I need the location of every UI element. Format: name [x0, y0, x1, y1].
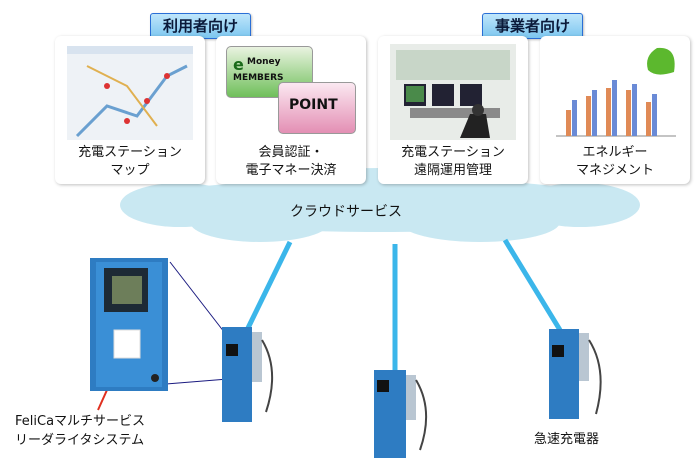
- card-label-station-map: 充電ステーション マップ: [78, 145, 182, 178]
- felica-reader-label: FeliCaマルチサービス リーダライタシステム: [15, 414, 146, 448]
- card-label-member-auth: 会員認証・ 電子マネー決済: [245, 145, 337, 178]
- cloud-service-label: クラウドサービス: [290, 204, 402, 220]
- card-label-energy-management: エネルギー マネジメント: [575, 145, 654, 178]
- connection-line-left: [245, 240, 293, 330]
- map-icon: [67, 46, 193, 140]
- connection-line-right: [502, 238, 563, 332]
- quick-charger-label: 急速充電器: [534, 432, 600, 447]
- charger-left: [222, 327, 274, 422]
- cloud-shape: [120, 168, 640, 242]
- card-energy-management: エネルギー マネジメント: [540, 36, 690, 184]
- member-cards-icon: e Money MEMBERS POINT: [226, 46, 356, 141]
- charger-right: [549, 329, 602, 419]
- zoom-line-bottom: [165, 378, 229, 385]
- card-member-auth: e Money MEMBERS POINT 会員認証・ 電子マネー決済: [216, 36, 366, 184]
- reader-panel-closeup: [90, 258, 168, 391]
- users-section-tag: 利用者向け: [150, 13, 252, 39]
- bar-chart-leaf-icon: [556, 47, 676, 137]
- card-label-remote-management: 充電ステーション 遠隔運用管理: [401, 145, 505, 178]
- business-section-tag: 事業者向け: [482, 13, 584, 39]
- zoom-line-top: [169, 261, 229, 338]
- point-card: POINT: [278, 82, 356, 134]
- charger-center: [374, 370, 428, 458]
- card-station-map: 充電ステーション マップ: [55, 36, 205, 184]
- card-remote-management: 充電ステーション 遠隔運用管理: [378, 36, 528, 184]
- control-room-icon: [390, 44, 516, 140]
